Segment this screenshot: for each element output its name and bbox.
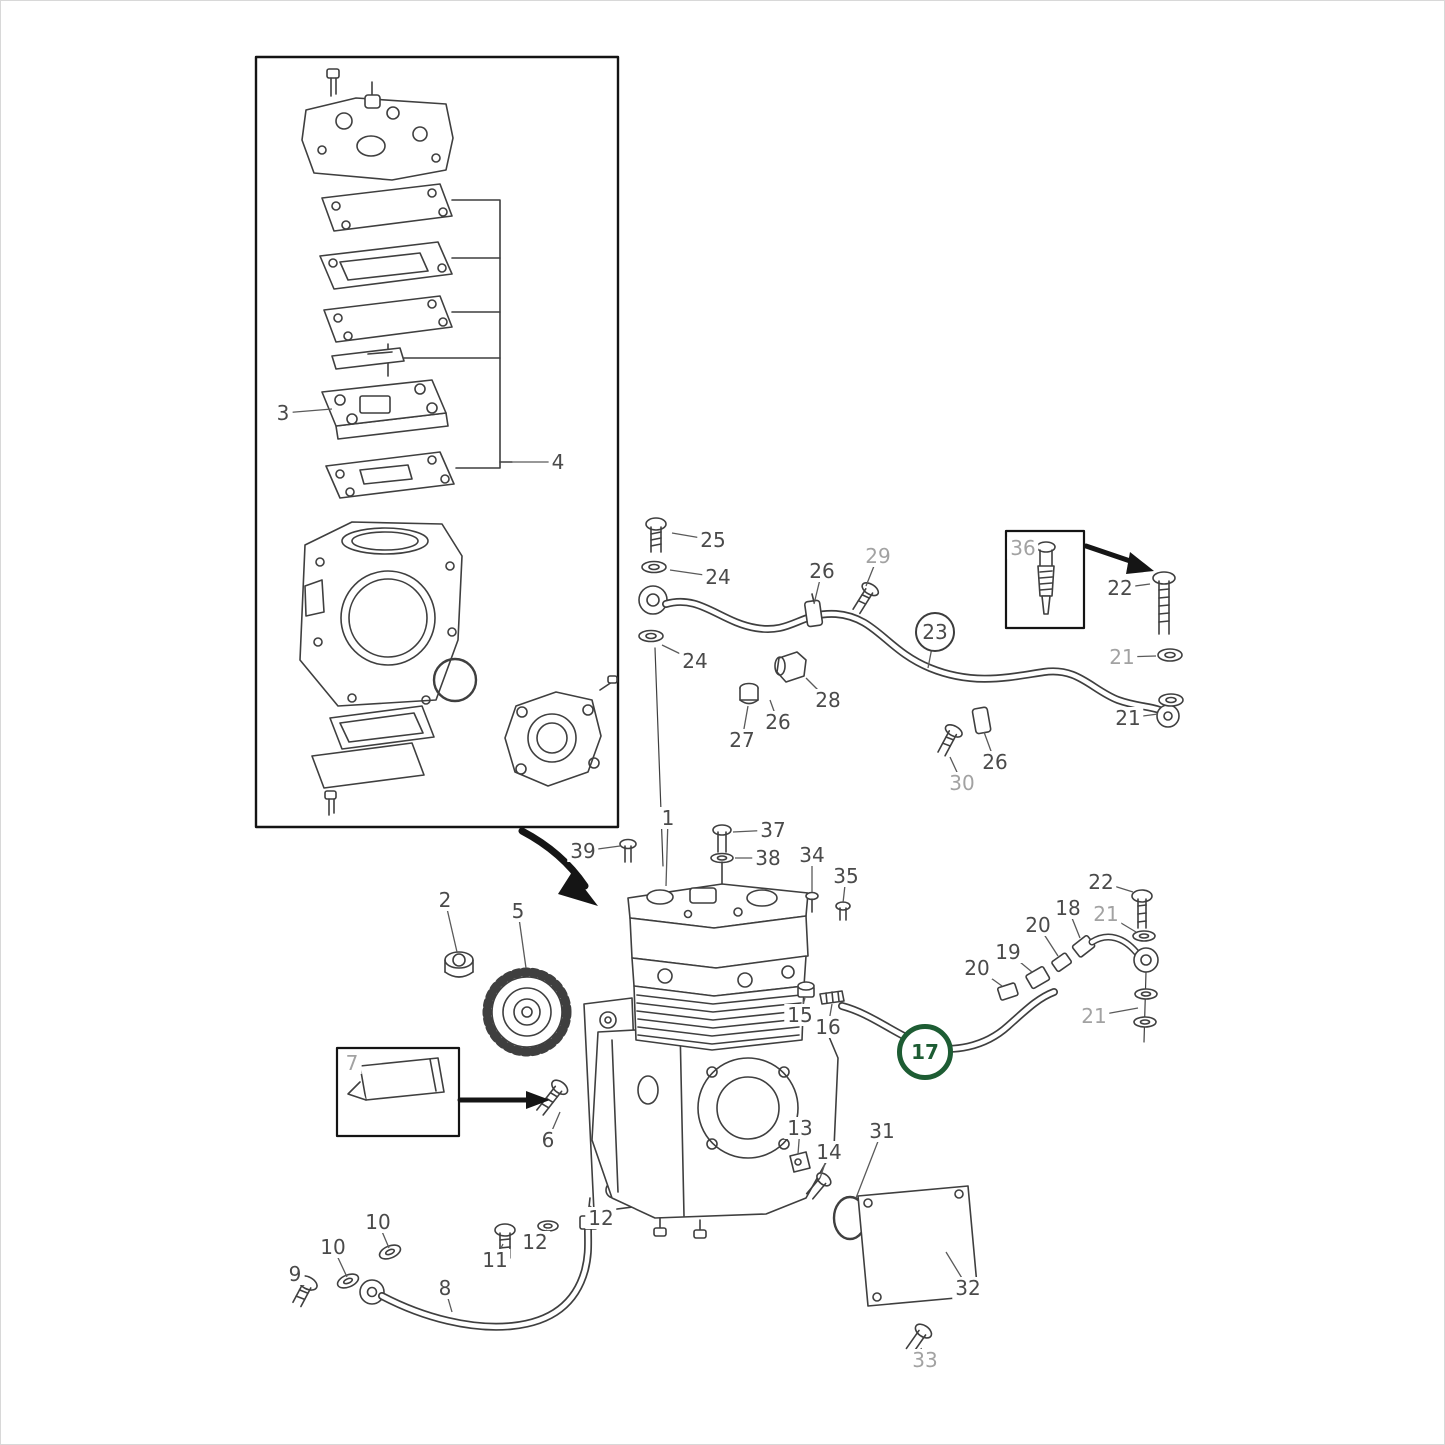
part-label-22: 22 bbox=[1104, 577, 1136, 599]
part-label-30: 30 bbox=[946, 772, 978, 794]
part-label-10: 10 bbox=[317, 1236, 349, 1258]
plate-drawing bbox=[319, 241, 453, 290]
part-label-10: 10 bbox=[362, 1211, 394, 1233]
air-pipe-assembly bbox=[838, 889, 1159, 1053]
part-label-34: 34 bbox=[796, 844, 828, 866]
part-label-14: 14 bbox=[813, 1141, 845, 1163]
screw-icon bbox=[324, 790, 337, 816]
part-label-32: 32 bbox=[952, 1277, 984, 1299]
part-label-35: 35 bbox=[830, 865, 862, 887]
gasket-drawing bbox=[323, 295, 453, 343]
part-label-1: 1 bbox=[658, 807, 678, 829]
part-label-4: 4 bbox=[548, 451, 568, 473]
drive-gear-drawing bbox=[482, 967, 572, 1057]
part-label-31: 31 bbox=[866, 1120, 898, 1142]
part-label-7: 7 bbox=[342, 1052, 362, 1074]
part-label-16: 16 bbox=[812, 1016, 844, 1038]
part-label-21: 21 bbox=[1112, 707, 1144, 729]
gasket-drawing bbox=[325, 451, 455, 499]
part-label-11: 11 bbox=[479, 1249, 511, 1271]
screw-icon bbox=[326, 68, 340, 97]
part-label-28: 28 bbox=[812, 689, 844, 711]
part-label-26: 26 bbox=[806, 560, 838, 582]
part-label-22: 22 bbox=[1085, 871, 1117, 893]
valve-plate-drawing bbox=[321, 379, 449, 440]
part-label-21: 21 bbox=[1090, 903, 1122, 925]
bolt-drawing bbox=[536, 1079, 569, 1116]
banjo-bolt-stack bbox=[1152, 571, 1184, 707]
cylinder-head-drawing bbox=[301, 81, 454, 181]
part-label-19: 19 bbox=[992, 941, 1024, 963]
gasket-drawing bbox=[329, 705, 435, 750]
coolant-pipe-assembly bbox=[638, 517, 1180, 867]
part-label-29: 29 bbox=[862, 545, 894, 567]
part-label-12: 12 bbox=[519, 1231, 551, 1253]
part-label-26: 26 bbox=[762, 711, 794, 733]
part-label-5: 5 bbox=[508, 900, 528, 922]
cover-plate-drawing bbox=[311, 742, 425, 789]
crankcase-drawing bbox=[299, 521, 463, 707]
part-label-12: 12 bbox=[585, 1207, 617, 1229]
arrow-icon bbox=[1083, 543, 1154, 574]
part-label-21: 21 bbox=[1078, 1005, 1110, 1027]
part-label-39: 39 bbox=[567, 840, 599, 862]
part-label-18: 18 bbox=[1052, 897, 1084, 919]
part-label-15: 15 bbox=[784, 1004, 816, 1026]
arrow-icon bbox=[457, 1091, 550, 1109]
part-label-37: 37 bbox=[757, 819, 789, 841]
oil-pipe-assembly bbox=[292, 1197, 598, 1331]
gasket-drawing bbox=[321, 183, 453, 232]
part-label-24: 24 bbox=[679, 650, 711, 672]
compressor-main-drawing bbox=[583, 824, 851, 1239]
part-label-27: 27 bbox=[726, 729, 758, 751]
part-label-33: 33 bbox=[909, 1349, 941, 1371]
part-label-6: 6 bbox=[538, 1129, 558, 1151]
valve-strip-drawing bbox=[331, 343, 405, 377]
part-label-24: 24 bbox=[702, 566, 734, 588]
part-label-13: 13 bbox=[784, 1117, 816, 1139]
part-label-38: 38 bbox=[752, 847, 784, 869]
part-label-9: 9 bbox=[285, 1263, 305, 1285]
nut-drawing bbox=[444, 951, 474, 978]
part-label-21: 21 bbox=[1106, 646, 1138, 668]
part-label-36: 36 bbox=[1007, 537, 1039, 559]
part-label-23[interactable]: 23 bbox=[915, 612, 955, 652]
part-label-20: 20 bbox=[961, 957, 993, 979]
part-label-26: 26 bbox=[979, 751, 1011, 773]
highlighted-part-label-17[interactable]: 17 bbox=[897, 1024, 953, 1080]
part-label-25: 25 bbox=[697, 529, 729, 551]
o-ring-drawing bbox=[432, 657, 478, 703]
part-label-8: 8 bbox=[435, 1277, 455, 1299]
part-label-2: 2 bbox=[435, 889, 455, 911]
inset-head-exploded bbox=[254, 55, 620, 829]
flange-adapter-drawing bbox=[504, 675, 618, 787]
part-label-3: 3 bbox=[273, 402, 293, 424]
part-label-20: 20 bbox=[1022, 914, 1054, 936]
arrow-icon bbox=[518, 827, 598, 906]
